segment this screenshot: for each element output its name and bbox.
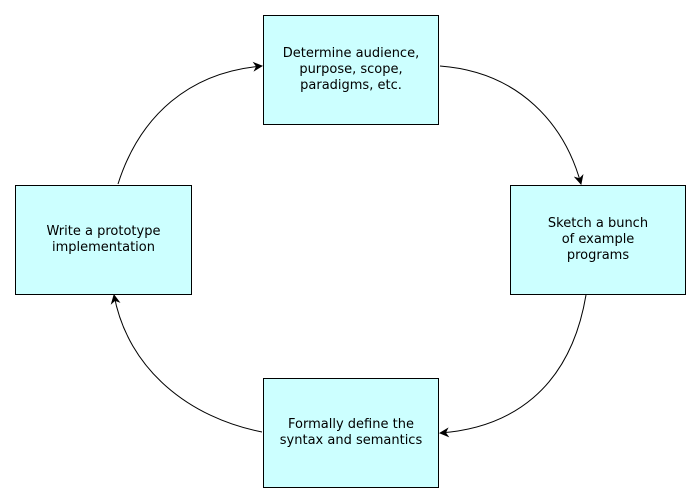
node-determine-audience: Determine audience, purpose, scope, para… [263, 15, 439, 125]
arrow-examples-to-define [439, 294, 587, 438]
arrow-audience-to-examples [439, 65, 584, 185]
arrow-define-to-prototype [110, 294, 263, 433]
node-label: Formally define the syntax and semantics [279, 417, 423, 448]
node-sketch-examples: Sketch a bunch of example programs [510, 185, 686, 295]
node-label: Determine audience, purpose, scope, para… [282, 46, 420, 93]
node-label: Write a prototype implementation [46, 224, 161, 255]
node-define-syntax: Formally define the syntax and semantics [263, 378, 439, 488]
node-label: Sketch a bunch of example programs [547, 216, 649, 263]
node-write-prototype: Write a prototype implementation [15, 185, 192, 295]
arrow-prototype-to-audience [117, 61, 263, 185]
